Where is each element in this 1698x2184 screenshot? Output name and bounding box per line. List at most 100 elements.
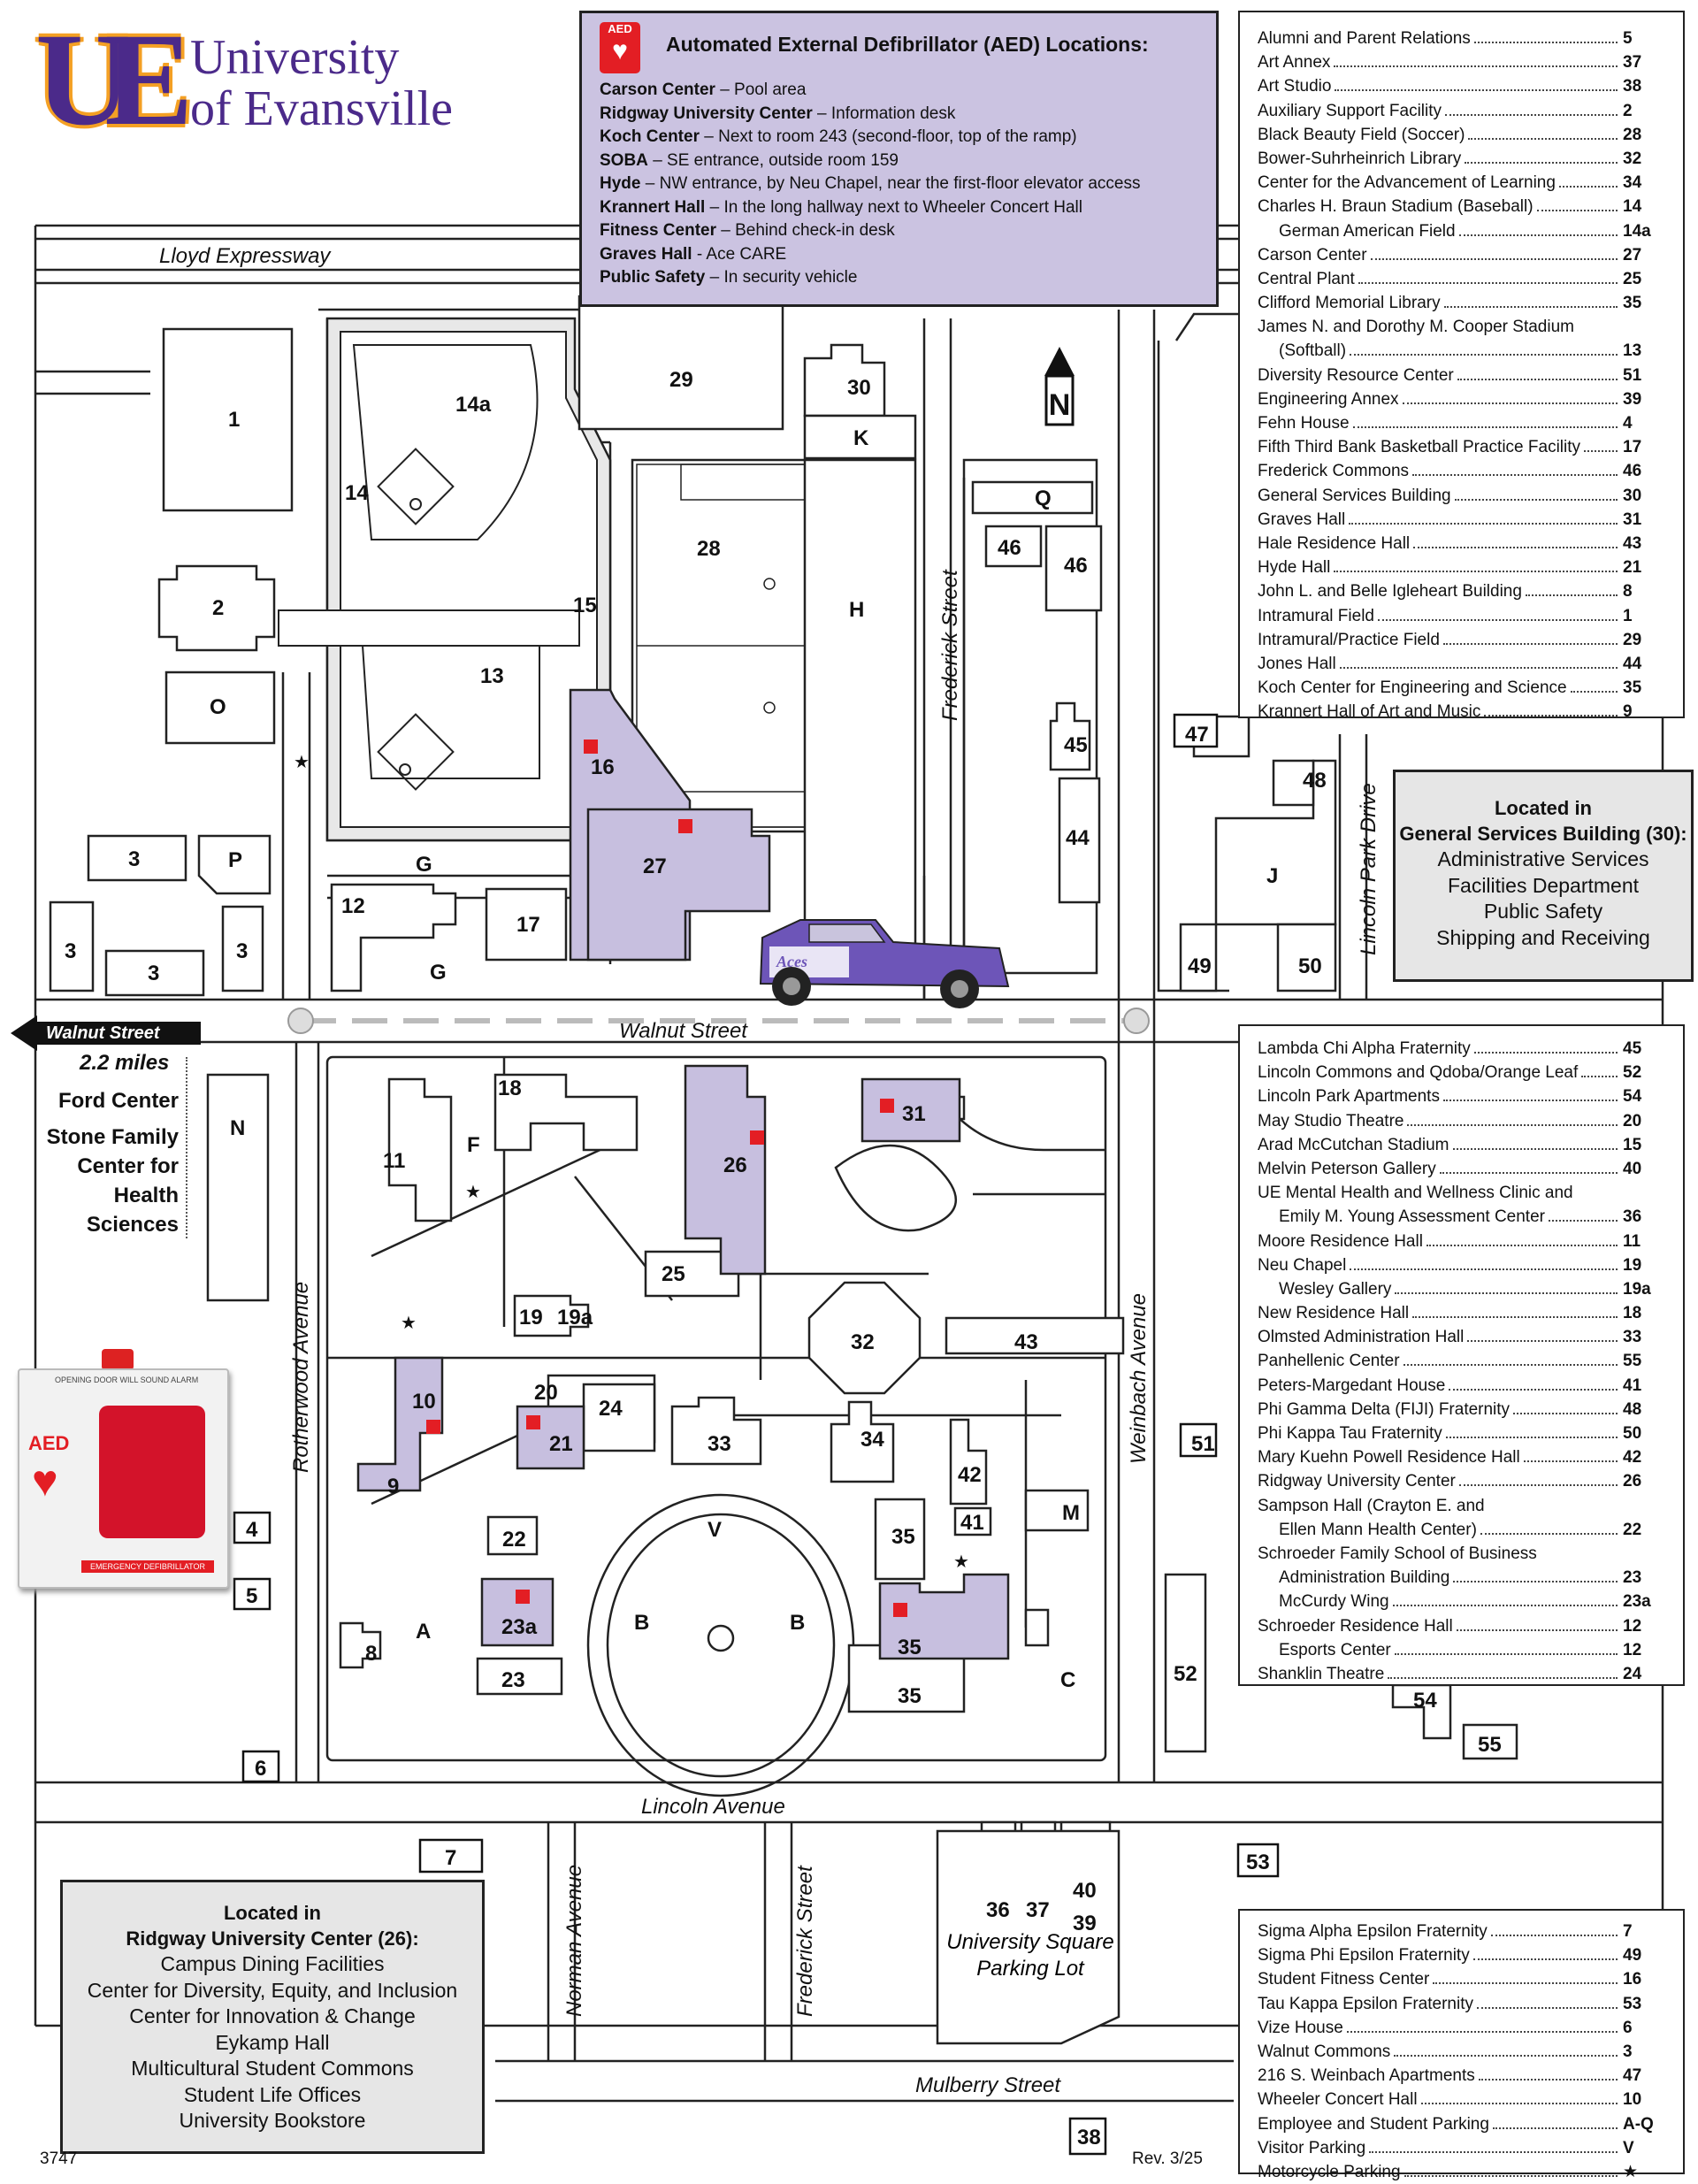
- index-entry-name: Wheeler Concert Hall: [1258, 2090, 1418, 2110]
- index-entry[interactable]: (Softball)13: [1258, 339, 1672, 363]
- index-entry[interactable]: UE Mental Health and Wellness Clinic and: [1258, 1181, 1672, 1205]
- index-entry-name: 216 S. Weinbach Apartments: [1258, 2066, 1475, 2086]
- label-15: 15: [573, 594, 597, 617]
- index-entry-number: 11: [1623, 1231, 1641, 1251]
- index-entry[interactable]: Ellen Mann Health Center)22: [1258, 1518, 1672, 1542]
- walnut-street-arrow[interactable]: Walnut Street: [11, 1015, 201, 1051]
- index-entry[interactable]: Motorcycle Parking★: [1258, 2160, 1672, 2184]
- motorcycle-parking-stars: ★ ★ ★ ★: [294, 751, 969, 1572]
- leader-dots: [1350, 353, 1618, 356]
- index-entry-number: 43: [1623, 533, 1642, 553]
- bldg-33-shape: [670, 1396, 762, 1466]
- university-logo[interactable]: UE University of Evansville: [35, 13, 495, 146]
- aed-marker-10: [426, 1420, 440, 1434]
- leader-dots: [1465, 161, 1618, 164]
- leader-dots: [1358, 281, 1618, 284]
- index-entry[interactable]: Black Beauty Field (Soccer)28: [1258, 123, 1672, 147]
- index-entry-name: Charles H. Braun Stadium (Baseball): [1258, 197, 1534, 217]
- offsite-line2: Stone Family: [46, 1125, 179, 1149]
- label-A: A: [416, 1620, 431, 1644]
- aed-marker-27: [678, 819, 692, 833]
- index-entry[interactable]: Fifth Third Bank Basketball Practice Fac…: [1258, 435, 1672, 459]
- label-F: F: [467, 1133, 480, 1157]
- index-entry[interactable]: Schroeder Family School of Business: [1258, 1542, 1672, 1566]
- index-entry[interactable]: Charles H. Braun Stadium (Baseball)14: [1258, 195, 1672, 218]
- index-entry[interactable]: Sampson Hall (Crayton E. and: [1258, 1494, 1672, 1518]
- leader-dots: [1407, 1123, 1618, 1126]
- label-43: 43: [1014, 1330, 1038, 1354]
- ridgway-info-box: Located in Ridgway University Center (26…: [60, 1880, 485, 2154]
- bldg-48-shape: [1272, 759, 1315, 807]
- road-label-lincoln-park: Lincoln Park Drive: [1357, 783, 1381, 955]
- label-32: 32: [851, 1330, 875, 1354]
- label-11: 11: [383, 1149, 405, 1173]
- index-entry-number: 15: [1623, 1135, 1642, 1154]
- label-12: 12: [341, 894, 365, 918]
- index-entry-name: Phi Kappa Tau Fraternity: [1258, 1424, 1442, 1443]
- walnut-arrow-label: Walnut Street: [37, 1022, 201, 1045]
- leader-dots: [1334, 570, 1618, 573]
- bldg-22-shape: [486, 1515, 539, 1556]
- label-39: 39: [1073, 1912, 1097, 1935]
- north-arrow: N: [1044, 347, 1075, 426]
- index-entry[interactable]: James N. and Dorothy M. Cooper Stadium: [1258, 315, 1672, 339]
